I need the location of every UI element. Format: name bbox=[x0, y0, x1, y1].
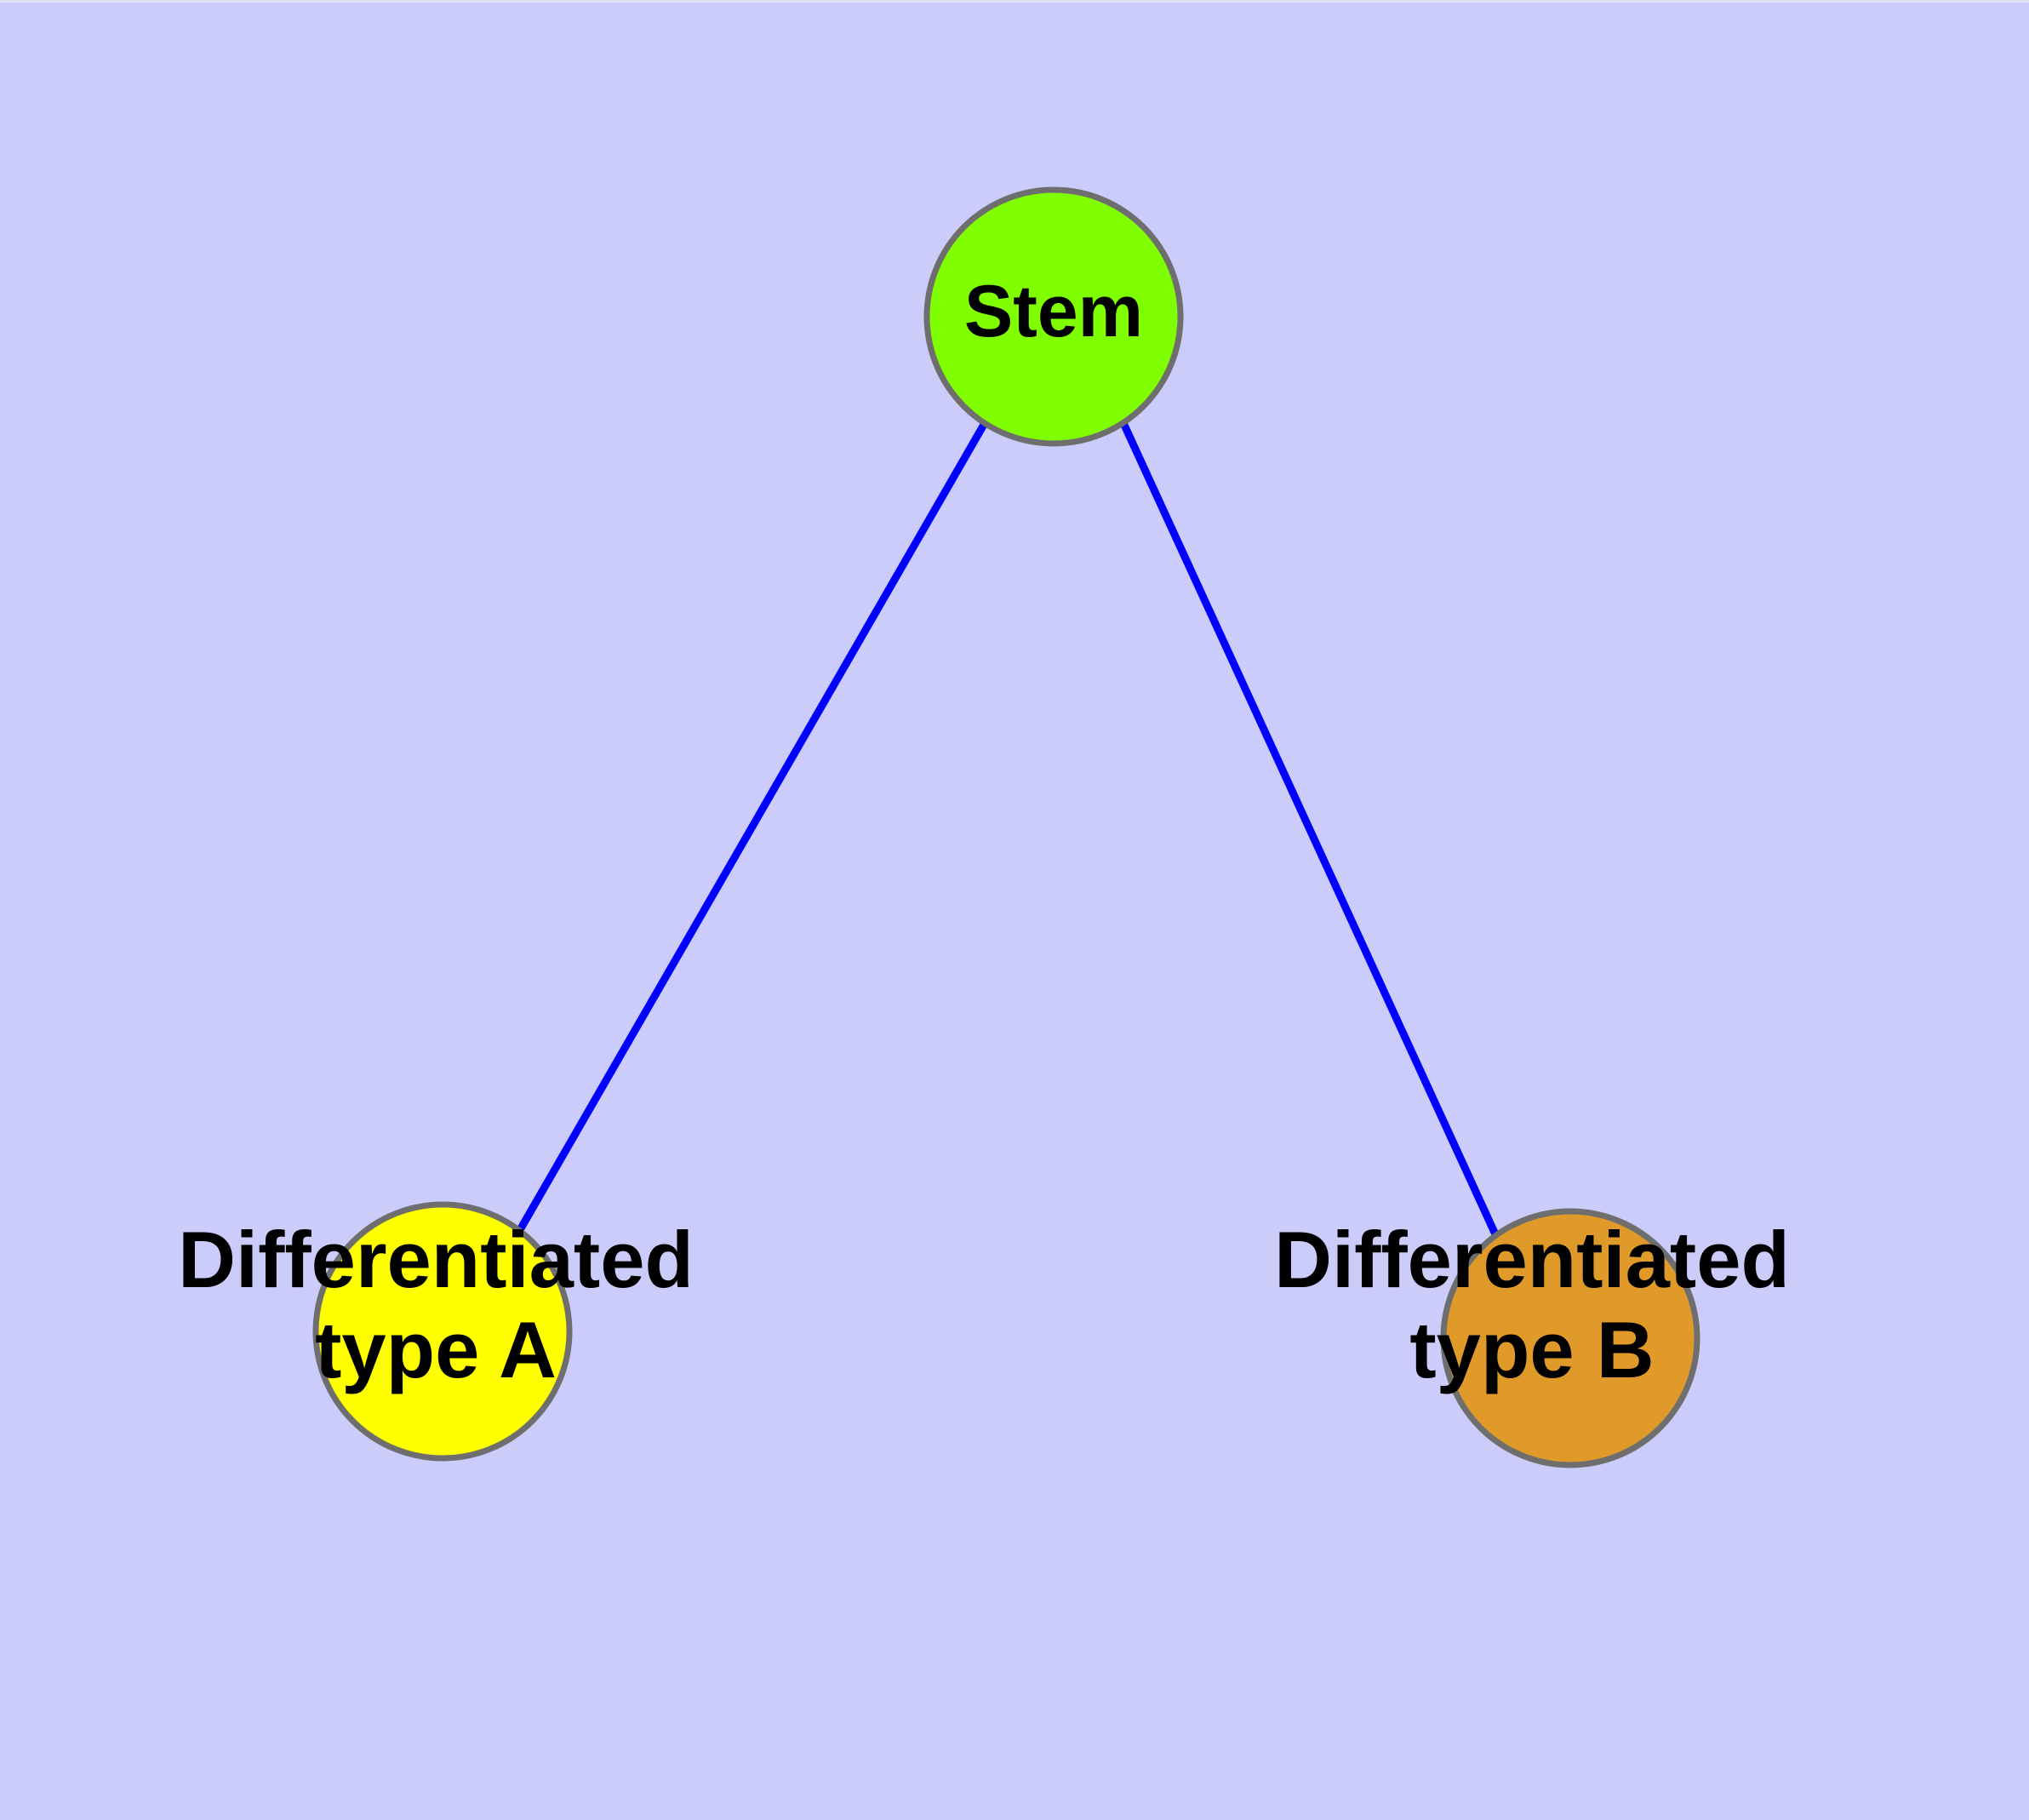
edge-stem-to-differentiated-type-a[interactable] bbox=[517, 421, 988, 1231]
canvas-top-edge-strip bbox=[0, 0, 2029, 3]
node-differentiated-type-a-circle[interactable] bbox=[312, 1201, 573, 1462]
node-stem[interactable]: Stem bbox=[923, 186, 1184, 447]
edge-layer bbox=[517, 421, 1500, 1236]
node-stem-label: Stem bbox=[964, 271, 1143, 352]
node-differentiated-type-b-circle[interactable] bbox=[1440, 1208, 1700, 1468]
node-stem-circle[interactable] bbox=[923, 186, 1184, 447]
edge-stem-to-differentiated-type-b[interactable] bbox=[1119, 421, 1500, 1236]
